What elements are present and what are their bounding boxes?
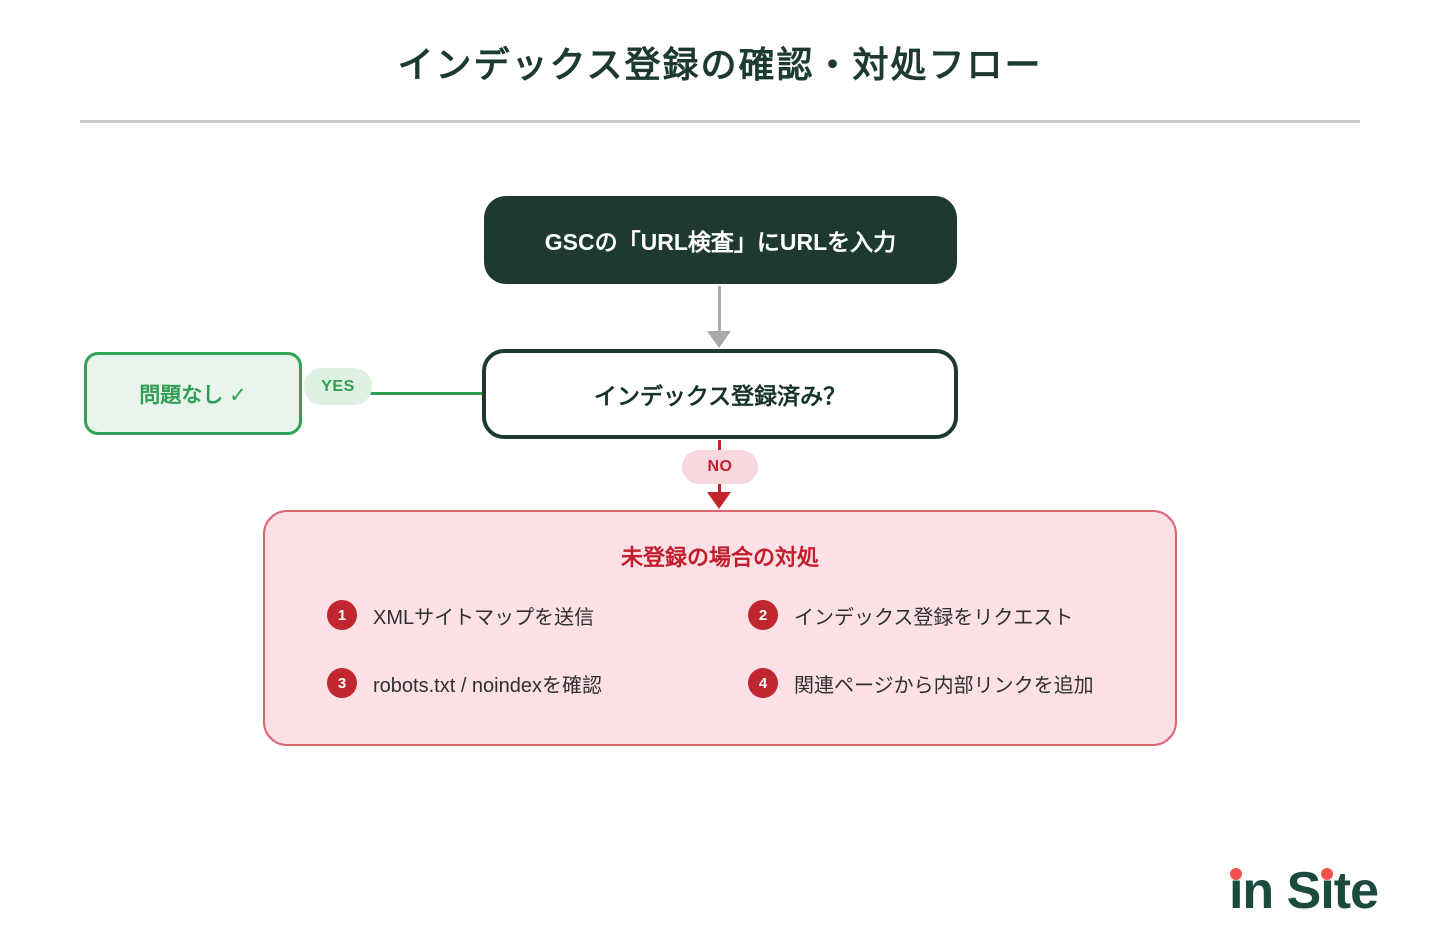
number-badge-1: 1 <box>327 600 357 630</box>
action-item-4: 4 関連ページから内部リンクを追加 <box>748 668 1147 698</box>
number-badge-3: 3 <box>327 668 357 698</box>
decision-box: インデックス登録済み？ <box>482 349 958 439</box>
unregistered-actions-box: 未登録の場合の対処 1 XMLサイトマップを送信 2 インデックス登録をリクエス… <box>263 510 1177 746</box>
page-title: インデックス登録の確認・対処フロー <box>397 44 1043 85</box>
action-item-1: 1 XMLサイトマップを送信 <box>327 600 748 630</box>
title-divider <box>80 120 1360 123</box>
yes-connector-line <box>330 392 482 395</box>
actions-box-title: 未登録の場合の対処 <box>620 545 819 570</box>
logo-letter-i: ı <box>1228 861 1243 920</box>
action-item-3: 3 robots.txt / noindexを確認 <box>327 668 748 698</box>
no-problem-label: 問題なし ✓ <box>139 383 247 407</box>
action-item-2: 2 インデックス登録をリクエスト <box>748 600 1147 630</box>
red-arrowhead-icon <box>707 492 731 509</box>
action-label-2: インデックス登録をリクエスト <box>794 606 1074 629</box>
logo-letter-i: ı <box>1320 861 1334 920</box>
down-arrowhead-icon <box>707 331 731 348</box>
step1-label: GSCの「URL検査」にURLを入力 <box>544 229 897 255</box>
action-label-4: 関連ページから内部リンクを追加 <box>794 674 1094 697</box>
yes-label-pill: YES <box>304 368 372 405</box>
actions-grid: 1 XMLサイトマップを送信 2 インデックス登録をリクエスト 3 robots… <box>327 600 1147 698</box>
yes-label: YES <box>321 377 355 395</box>
down-arrow-icon <box>718 286 721 332</box>
step1-box: GSCの「URL検査」にURLを入力 <box>484 196 957 284</box>
no-label: NO <box>707 458 733 475</box>
action-label-1: XMLサイトマップを送信 <box>373 606 595 629</box>
number-badge-2: 2 <box>748 600 778 630</box>
no-label-pill: NO <box>682 450 758 484</box>
number-badge-4: 4 <box>748 668 778 698</box>
brand-logo: ın Sıte <box>1228 861 1379 920</box>
no-problem-box: 問題なし ✓ <box>84 352 302 435</box>
decision-label: インデックス登録済み？ <box>593 383 847 409</box>
action-label-3: robots.txt / noindexを確認 <box>373 674 602 697</box>
